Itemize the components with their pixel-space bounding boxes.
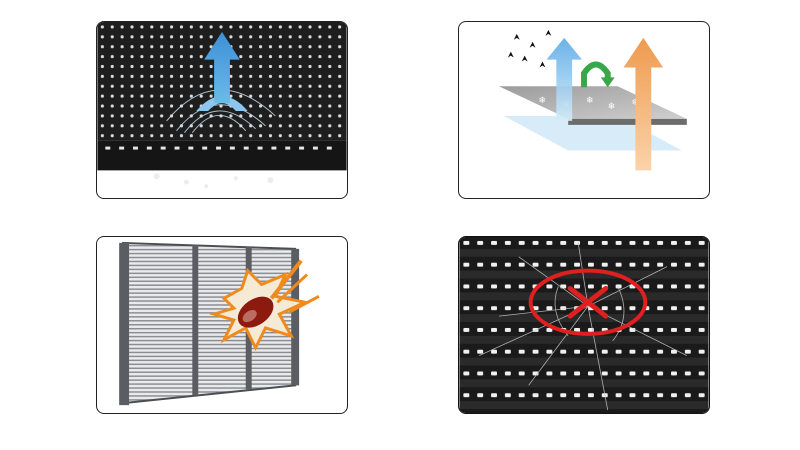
- led-grid: [459, 237, 709, 413]
- particle-icons: [507, 29, 552, 68]
- anti-crack-panel: [458, 236, 710, 414]
- water-droplets: [153, 173, 274, 189]
- led-module-side: [97, 140, 347, 171]
- breathable-illustration: ❄❄ ❄❄ ❄: [498, 29, 687, 171]
- waterproof-panel: [96, 21, 348, 199]
- anti-crack-illustration: [459, 237, 709, 413]
- water-drop-arrow-icon: [196, 31, 248, 111]
- svg-text:❄: ❄: [539, 96, 546, 106]
- heat-release-arrow-icon: [623, 37, 664, 171]
- svg-text:❄: ❄: [608, 102, 615, 112]
- svg-text:❄: ❄: [631, 98, 638, 108]
- no-crack-icon: [528, 268, 648, 336]
- waterproof-illustration: [97, 22, 347, 189]
- impact-resistant-panel: [96, 236, 348, 414]
- breathable-panel: ❄❄ ❄❄ ❄: [458, 21, 710, 199]
- impact-illustration: [119, 241, 320, 406]
- breathable-membrane-icon: [546, 37, 583, 121]
- svg-text:❄: ❄: [586, 96, 593, 106]
- impact-explosion-icon: [208, 259, 320, 352]
- moisture-return-arrow-icon: [581, 61, 615, 88]
